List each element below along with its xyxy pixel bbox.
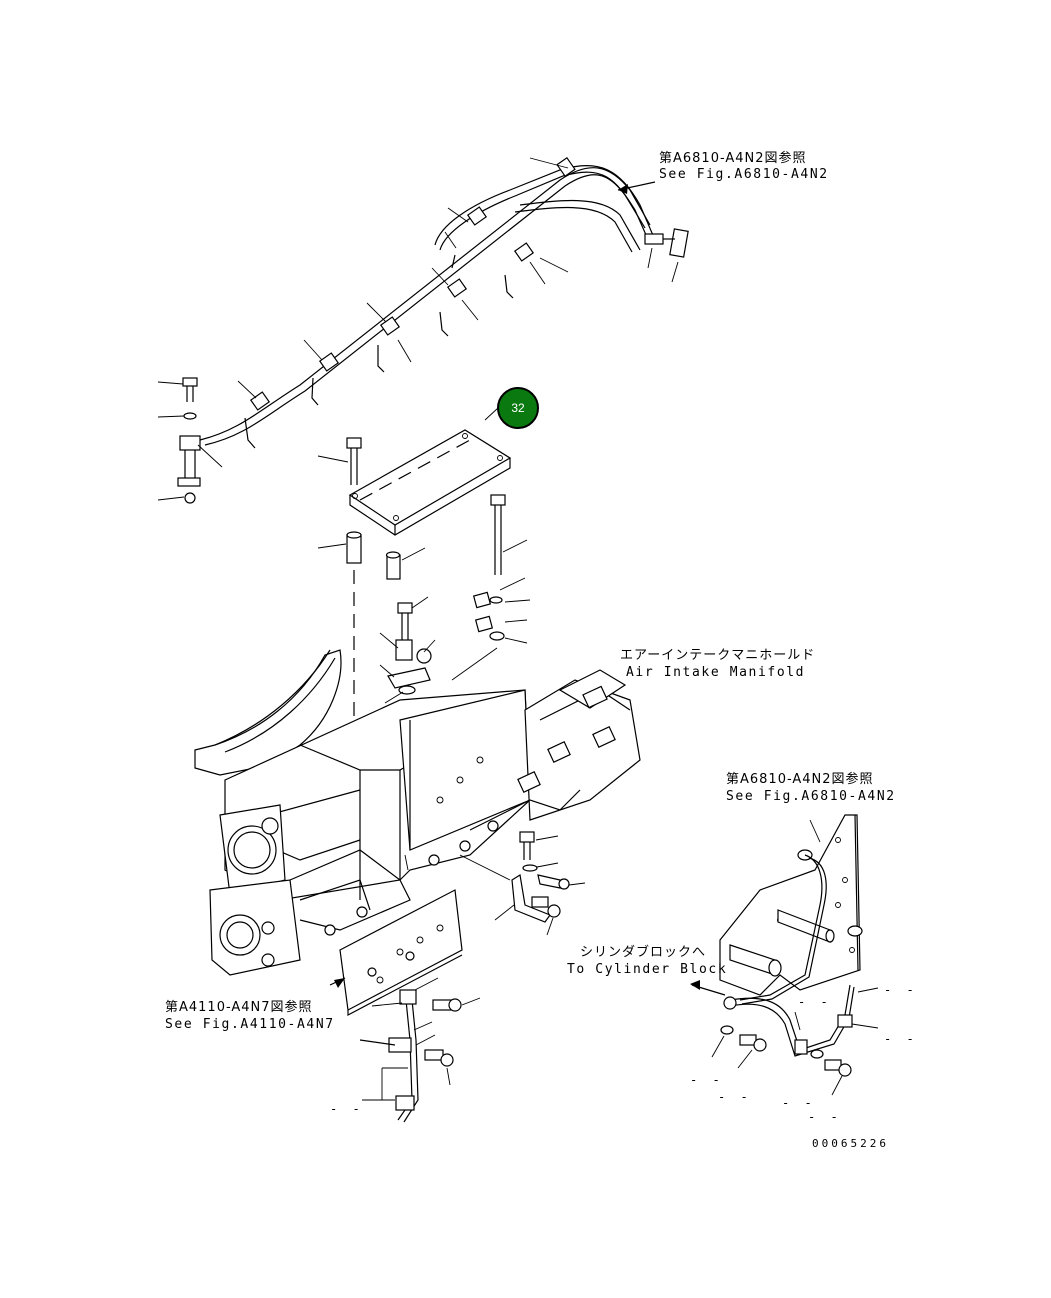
mounting-bracket [459,831,586,936]
ref-right-en[interactable]: See Fig.A6810-A4N2 [726,789,896,804]
fuel-pipe-assembly [157,156,689,504]
ref-left-jp: 第A4110-A4N7図参照 [165,1000,313,1015]
dash-mark-7: - - [782,1096,816,1110]
ref-top-en[interactable]: See Fig.A6810-A4N2 [659,167,829,182]
drawing-code: 00065226 [812,1137,889,1150]
dash-mark-2: - - [798,995,832,1009]
dash-mark-6: - - [718,1090,752,1104]
ref-cylinder-en: To Cylinder Block [567,962,728,977]
dash-mark-4: - - [884,1032,918,1046]
dash-mark-5: - - [690,1073,724,1087]
ref-intake-jp: エアーインテークマニホールド [620,648,816,663]
callout-32-badge-icon[interactable]: 32 [497,387,539,429]
dash-mark-8: - - [808,1110,842,1124]
ref-cylinder-jp: シリンダブロックへ [580,945,707,960]
dash-mark-3: - - [884,983,918,997]
dash-mark-1: - - [330,1102,364,1116]
ref-right-jp: 第A6810-A4N2図参照 [726,772,874,787]
callout-number: 32 [511,401,525,415]
lower-left-plate [329,889,481,1123]
cover-plate-part-32 [317,407,531,740]
air-intake-manifold [194,649,641,976]
ref-left-en[interactable]: See Fig.A4110-A4N7 [165,1017,335,1032]
right-bracket-assembly [690,814,879,1096]
ref-intake-en: Air Intake Manifold [626,665,806,680]
ref-top-jp: 第A6810-A4N2図参照 [659,151,807,166]
